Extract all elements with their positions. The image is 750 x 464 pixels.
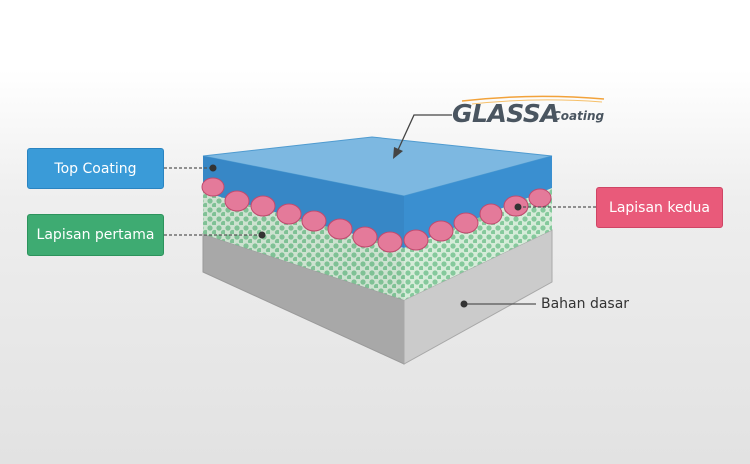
logo-pointer-arrow — [393, 114, 452, 159]
logo-main-text: GLASSA — [452, 99, 560, 128]
logo-swoosh-icon — [461, 95, 605, 105]
base-material-label: Bahan dasar — [541, 296, 630, 312]
glassa-logo: GLASSA Coating — [452, 95, 612, 135]
second-layer-label: Lapisan kedua — [596, 187, 723, 228]
logo-sub-text: Coating — [552, 109, 605, 123]
second-layer-particles — [201, 177, 552, 253]
connector-dots — [209, 164, 522, 308]
top-coating-label: Top Coating — [27, 148, 164, 189]
connectors — [164, 167, 596, 305]
first-layer-label: Lapisan pertama — [27, 214, 164, 256]
